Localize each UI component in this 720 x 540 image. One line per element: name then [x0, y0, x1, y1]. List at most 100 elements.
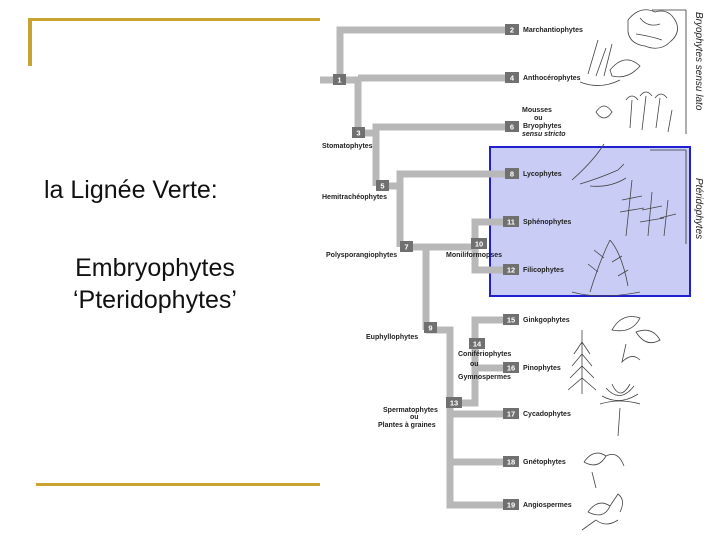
tip-label-below: Gymnospermes [458, 374, 511, 381]
branch-tip-6 [358, 123, 508, 137]
subtitle-line-1: Embryophytes [75, 254, 235, 282]
tip-number: 18 [507, 458, 515, 467]
node-label: Euphyllophytes [366, 334, 418, 341]
node-number-box [471, 238, 487, 249]
sphenophyte-drawing [619, 179, 677, 237]
node-label: Hemitrachéophytes [322, 194, 387, 201]
tip-number-box [503, 362, 519, 373]
tip-label: Lycophytes [523, 171, 562, 178]
tip-4: 4 Anthocérophytes [505, 72, 581, 83]
tip-number: 19 [507, 501, 515, 510]
branch-tip-11 [426, 218, 508, 251]
branch-tip-16 [471, 345, 508, 372]
branch-node-7-9 [400, 243, 430, 330]
node-number-box [424, 322, 437, 333]
tip-number: 8 [510, 170, 514, 179]
tip-15: 15 Ginkgophytes [503, 314, 570, 325]
tip-11: 11 Sphénophytes [503, 216, 571, 227]
tip-number-box [505, 121, 519, 132]
tip-label-or: ou [534, 115, 543, 122]
tip-number-box [503, 216, 519, 227]
node-number-box [446, 397, 462, 408]
node-number: 7 [404, 243, 408, 252]
moss-drawing [595, 91, 673, 133]
subtitle-line-2: ‘Pteridophytes’ [73, 286, 237, 314]
node-label-or: ou [410, 414, 419, 421]
tip-number-box [505, 72, 519, 83]
tip-label-above: Mousses [522, 107, 552, 114]
tip-number-box [505, 24, 519, 35]
decorative-bottom-rule [36, 483, 320, 486]
tip-2: 2 Marchantiophytes [505, 24, 583, 35]
branch-node-1-3 [340, 76, 362, 133]
tip-label-or: ou [470, 361, 479, 368]
tip-number: 17 [507, 410, 515, 419]
branch-tip-15 [450, 316, 508, 407]
tip-number: 16 [507, 364, 515, 373]
tip-16: Conifériophytes ou 16 Pinophytes Gymnosp… [458, 351, 561, 381]
tip-6: Mousses ou 6 Bryophytes sensu stricto [505, 107, 566, 138]
tip-label: Pinophytes [523, 365, 561, 372]
node-label: Polysporangiophytes [326, 252, 397, 259]
node-number-box [469, 338, 485, 349]
node-7: 7 Polysporangiophytes [326, 241, 413, 259]
tip-label: Cycadophytes [523, 411, 571, 418]
node-number: 3 [356, 129, 360, 138]
branch-tip-19 [446, 403, 508, 509]
tip-label: Gnétophytes [523, 459, 566, 466]
decorative-top-rule [28, 18, 320, 21]
node-13: 13 Spermatophytes ou Plantes à graines [378, 397, 462, 429]
tip-number-box [505, 168, 519, 179]
tip-17: 17 Cycadophytes [503, 408, 571, 419]
tip-18: 18 Gnétophytes [503, 456, 566, 467]
conifer-drawing [567, 330, 597, 394]
decorative-vertical-bar [28, 18, 32, 66]
tip-number-box [503, 264, 519, 275]
tip-label: Bryophytes [523, 123, 562, 130]
node-number-box [400, 241, 413, 252]
tip-number: 2 [510, 26, 514, 35]
branch-tip-8 [376, 170, 508, 190]
angiosperm-drawing [581, 493, 623, 531]
tip-number-box [503, 456, 519, 467]
node-number: 1 [337, 76, 341, 85]
node-10: 10 Moniliformopses [446, 238, 502, 259]
node-number: 9 [428, 324, 432, 333]
tip-number: 15 [507, 316, 515, 325]
node-label-line3: Plantes à graines [378, 422, 436, 429]
node-1: 1 [333, 74, 346, 85]
tip-label: Anthocérophytes [523, 75, 581, 82]
tip-label-below: sensu stricto [522, 131, 566, 138]
plant-illustrations [567, 9, 678, 531]
node-number-box [352, 127, 365, 138]
pteridophytes-side-label: Ptéridophytes [693, 178, 704, 239]
tip-number: 6 [510, 123, 514, 132]
tip-12: 12 Filicophytes [503, 264, 564, 275]
tip-number: 11 [507, 218, 515, 227]
tip-number-box [503, 408, 519, 419]
gnetophyte-drawing [583, 452, 625, 489]
node-number: 14 [473, 340, 482, 349]
node-number-box [376, 180, 389, 191]
slide-title: la Lignée Verte: [44, 176, 218, 204]
node-label: Spermatophytes [383, 407, 438, 414]
node-label: Moniliformopses [446, 252, 502, 259]
anthoceros-drawing [579, 39, 621, 86]
branch-tip-2 [336, 26, 508, 80]
node-number: 13 [450, 399, 458, 408]
tip-number: 12 [507, 266, 515, 275]
tip-number-box [503, 314, 519, 325]
ginkgo-drawing [611, 316, 661, 364]
node-9: 9 Euphyllophytes [366, 322, 437, 341]
tip-number: 4 [510, 74, 515, 83]
slide-subtitle: Embryophytes ‘Pteridophytes’ [20, 252, 290, 316]
tip-label: Marchantiophytes [523, 27, 583, 34]
node-14: 14 [469, 338, 485, 349]
node-number: 10 [475, 240, 483, 249]
branch-tip-12 [471, 247, 508, 274]
lycophyte-drawing [571, 143, 627, 187]
fern-drawing [571, 239, 641, 297]
tip-number-box [503, 499, 519, 510]
tip-label: Angiospermes [523, 502, 572, 509]
